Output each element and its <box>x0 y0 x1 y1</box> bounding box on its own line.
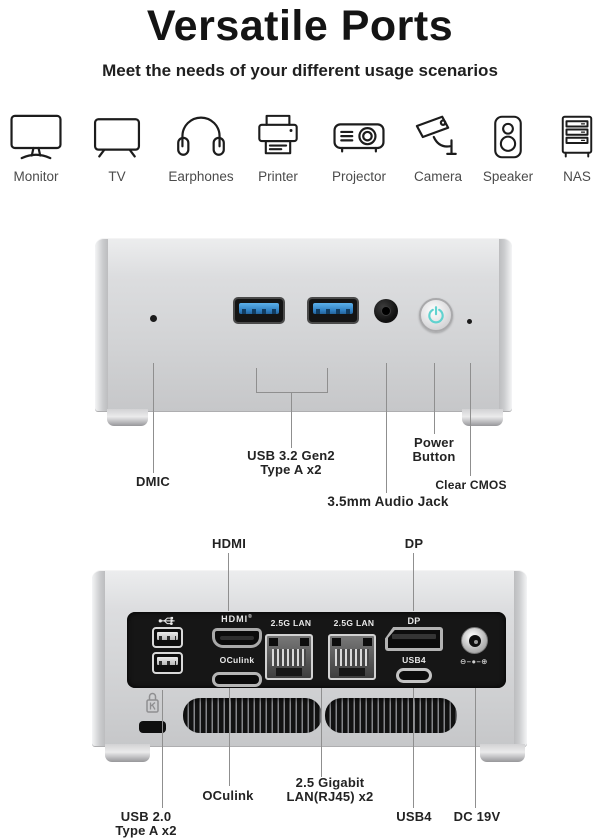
label-usb20-line1: USB 2.0 <box>120 809 172 824</box>
io-panel: HDMI® OCulink 2.5G LAN 2.5G LAN DP USB4 … <box>127 612 506 688</box>
label-dp-top: DP <box>404 536 424 551</box>
dc-polarity-mark: ⊖–●–⊕ <box>460 657 488 666</box>
usage-label: Printer <box>258 169 298 184</box>
label-usb32-line1: USB 3.2 Gen2 <box>247 448 335 463</box>
lan1-label: 2.5G LAN <box>270 618 312 628</box>
usb-trident-icon <box>158 616 175 626</box>
leader-usb4 <box>413 688 414 808</box>
printer-icon <box>258 114 298 155</box>
label-usb4: USB4 <box>396 809 432 824</box>
usage-item-earphones: Earphones <box>159 110 243 184</box>
lan-port-2 <box>328 634 376 680</box>
usb2-port-1 <box>152 627 183 648</box>
leader-lan <box>321 688 322 777</box>
speaker-icon <box>494 115 522 159</box>
label-usb32-line2: Type A x2 <box>260 462 322 477</box>
usb2-port-2 <box>152 652 183 674</box>
projector-icon <box>333 123 385 153</box>
label-lan-line1: 2.5 Gigabit <box>295 775 365 790</box>
label-hdmi-top: HDMI <box>211 536 247 551</box>
usb3-port-2 <box>307 297 359 324</box>
power-button <box>419 298 453 332</box>
label-usb32: USB 3.2 Gen2 Type A x2 <box>221 449 361 477</box>
usage-label: TV <box>108 169 126 184</box>
leader-audio <box>386 363 387 493</box>
leader-cmos <box>470 363 471 476</box>
usage-label: NAS <box>563 169 591 184</box>
usb3-port-1 <box>233 297 285 324</box>
lan-port-1 <box>265 634 313 680</box>
hdmi-logo: HDMI® <box>212 614 262 624</box>
kensington-slot <box>139 721 166 733</box>
dc-jack-port <box>461 627 488 654</box>
label-clear-cmos: Clear CMOS <box>435 478 507 492</box>
front-foot-right <box>462 409 503 426</box>
dp-port <box>385 627 443 651</box>
usb4-panel-label: USB4 <box>402 655 426 665</box>
page-title: Versatile Ports <box>146 2 454 50</box>
leader-power <box>434 363 435 434</box>
power-icon <box>428 306 444 324</box>
label-power-button: Power Button <box>394 436 474 464</box>
back-foot-left <box>105 744 150 762</box>
back-foot-right <box>480 744 525 762</box>
label-power-line2: Button <box>412 449 456 464</box>
tv-icon <box>93 118 141 158</box>
usage-item-camera: Camera <box>396 110 480 184</box>
monitor-icon <box>10 114 62 160</box>
usb4-port <box>396 668 432 683</box>
usage-item-projector: Projector <box>317 110 401 184</box>
label-oculink: OCulink <box>202 788 254 803</box>
leader-usb-bracket <box>256 392 328 393</box>
label-dc19v: DC 19V <box>453 809 501 824</box>
oculink-panel-label: OCulink <box>219 655 255 665</box>
audio-jack-port <box>374 299 398 323</box>
front-foot-left <box>107 409 148 426</box>
usage-label: Monitor <box>13 169 59 184</box>
label-audio-jack: 3.5mm Audio Jack <box>327 494 449 509</box>
page-subtitle: Meet the needs of your different usage s… <box>102 61 498 80</box>
lan2-label: 2.5G LAN <box>333 618 375 628</box>
usage-item-tv: TV <box>75 110 159 184</box>
camera-icon <box>415 115 457 155</box>
hdmi-logo-text: HDMI <box>221 614 249 624</box>
label-power-line1: Power <box>413 435 454 450</box>
leader-kensington <box>162 690 163 808</box>
vent-grille-right <box>325 698 457 733</box>
hdmi-port <box>212 628 262 648</box>
usage-item-speaker: Speaker <box>466 110 550 184</box>
dp-panel-label: DP <box>407 616 421 626</box>
usage-item-printer: Printer <box>236 110 320 184</box>
leader-dp-top <box>413 553 414 611</box>
leader-dc <box>475 688 476 808</box>
leader-usb-left <box>256 368 257 392</box>
label-dmic: DMIC <box>135 474 171 489</box>
leader-usb-right <box>327 368 328 392</box>
nas-icon <box>561 115 593 158</box>
usage-label: Projector <box>331 169 387 184</box>
usage-item-monitor: Monitor <box>0 110 78 184</box>
label-lan: 2.5 Gigabit LAN(RJ45) x2 <box>260 776 400 804</box>
leader-hdmi-top <box>228 553 229 611</box>
hdmi-reg-mark: ® <box>248 614 253 620</box>
oculink-port <box>212 672 262 687</box>
kensington-lock-icon <box>146 692 159 713</box>
usage-label: Speaker <box>482 169 534 184</box>
usage-label: Earphones <box>168 169 234 184</box>
label-usb20: USB 2.0 Type A x2 <box>86 810 206 838</box>
leader-usb-center <box>291 392 292 448</box>
dmic-hole <box>150 315 157 322</box>
earphones-icon <box>177 116 225 156</box>
label-lan-line2: LAN(RJ45) x2 <box>286 789 374 804</box>
label-usb20-line2: Type A x2 <box>115 823 177 838</box>
usage-item-nas: NAS <box>535 110 600 184</box>
leader-oculink <box>229 688 230 786</box>
leader-dmic <box>153 363 154 473</box>
vent-grille-left <box>183 698 322 733</box>
clear-cmos-hole <box>467 319 472 324</box>
usage-label: Camera <box>413 169 462 184</box>
